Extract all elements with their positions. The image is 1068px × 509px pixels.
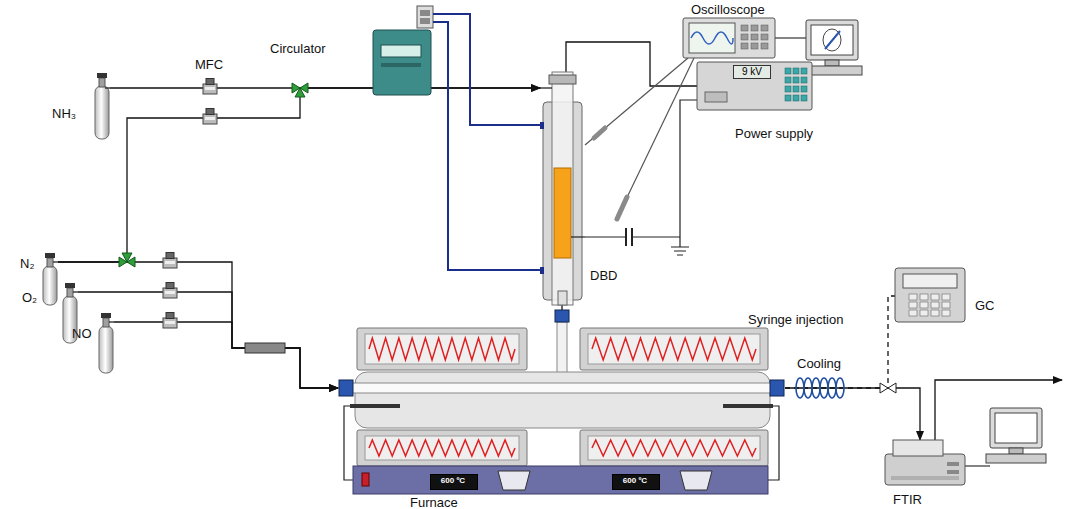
- temperature-readout: 600 ºC: [441, 476, 465, 486]
- device-label: Furnace: [410, 495, 458, 509]
- coolant-line: [435, 14, 540, 125]
- gas-line: [566, 42, 697, 86]
- device-label: GC: [975, 298, 995, 313]
- tube-furnace: Furnace600 ºC600 ºC: [338, 328, 785, 494]
- part-label: MFC: [195, 57, 223, 72]
- gas-cylinder-drawing: [94, 72, 110, 140]
- dbd-reactor: DBD: [540, 72, 585, 305]
- device-label: Power supply: [735, 126, 813, 141]
- device-label: NO: [72, 326, 92, 341]
- device-label: Circulator: [270, 41, 326, 56]
- gas-chromatograph-drawing: [895, 268, 965, 322]
- oscilloscope-drawing: [683, 18, 775, 58]
- sampling-line: [785, 296, 895, 388]
- gas-line: [78, 292, 338, 388]
- dbd-reactor-drawing: [540, 72, 585, 305]
- device-label: DBD: [590, 268, 617, 283]
- gas-line: [58, 88, 540, 262]
- gas-cylinder-drawing: [98, 312, 114, 374]
- tube-furnace-drawing: [338, 328, 785, 494]
- device-label: NH₃: [52, 106, 76, 121]
- display-readout: 9 kV: [733, 65, 771, 79]
- device-label: N₂: [20, 256, 34, 271]
- gas-chromatograph: GC: [895, 268, 965, 322]
- device-label: O₂: [22, 290, 37, 305]
- circulator: Circulator: [373, 5, 435, 95]
- gas-cylinder: N₂: [42, 252, 58, 306]
- temperature-readout: 600 ºC: [623, 476, 647, 486]
- gas-cylinder: NH₃: [94, 72, 110, 140]
- gas-line: [114, 322, 338, 388]
- ftir-spectrometer: FTIR: [885, 440, 965, 485]
- circulator-drawing: [373, 5, 435, 95]
- ftir-spectrometer-drawing: [885, 440, 965, 485]
- temperature-display: 600 ºC: [430, 474, 478, 490]
- temperature-display: 600 ºC: [612, 474, 660, 490]
- gas-cylinder-drawing: [42, 252, 58, 306]
- power-supply: 9 kVPower supply: [697, 62, 812, 110]
- gas-line: [58, 262, 338, 388]
- part-label: Syringe injection: [748, 312, 843, 327]
- device-label: Oscilloscope: [691, 2, 765, 17]
- device-label: FTIR: [893, 492, 922, 507]
- gas-cylinder: NO: [98, 312, 114, 374]
- part-label: Cooling: [797, 356, 841, 371]
- oscilloscope: Oscilloscope: [683, 18, 775, 58]
